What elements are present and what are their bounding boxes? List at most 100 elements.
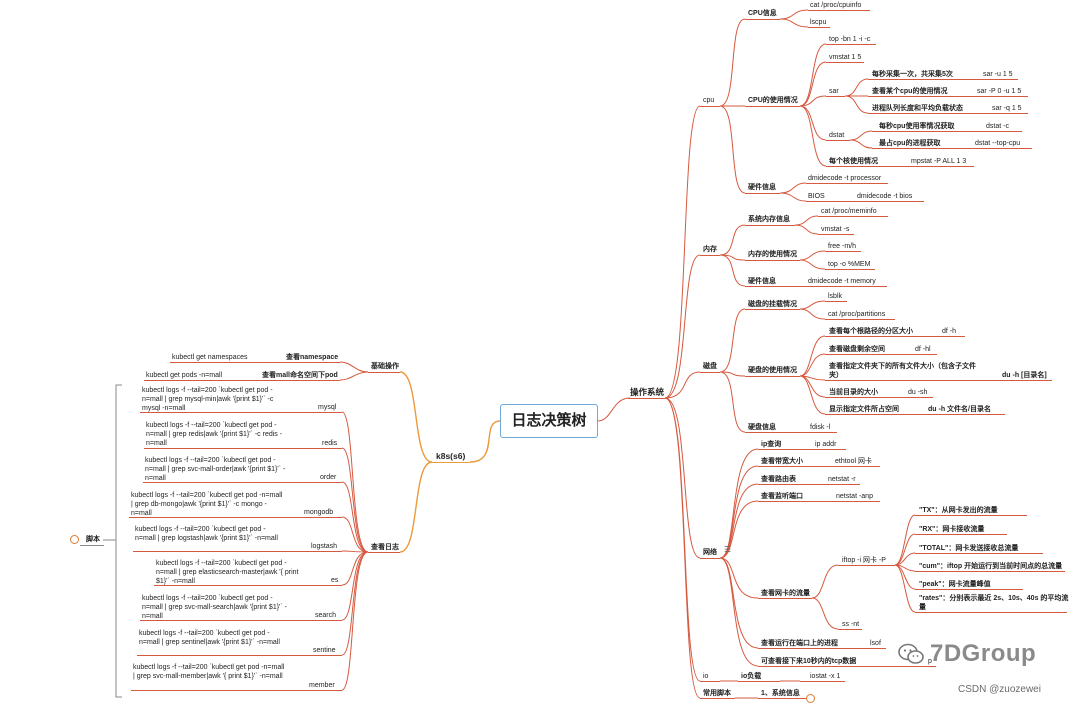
node-traffic[interactable]: 查看网卡的流量 — [761, 590, 810, 597]
log-name-4[interactable]: logstash — [311, 543, 338, 550]
node-listen[interactable]: 查看监听端口 — [761, 493, 803, 500]
node-basic[interactable]: 基础操作 — [371, 363, 399, 370]
collapse-indicator-scripts[interactable] — [806, 694, 815, 703]
node-bios[interactable]: BIOS — [808, 193, 825, 200]
node-tcp[interactable]: 可查看接下来10秒内的tcp数据 — [761, 658, 857, 665]
node-mpstat-cmd[interactable]: mpstat -P ALL 1 3 — [911, 158, 967, 165]
node-k8s[interactable]: k8s(s6) — [436, 451, 466, 461]
log-cmd-2[interactable]: kubectl logs -f --tail=200 `kubectl get … — [145, 457, 286, 482]
basic-cmd-0[interactable]: kubectl get namespaces — [172, 354, 248, 361]
node-ip[interactable]: ip查询 — [761, 441, 782, 448]
node-mem-hw[interactable]: 硬件信息 — [748, 278, 776, 285]
node-os[interactable]: 操作系统 — [630, 387, 665, 397]
node-disk-desc-4[interactable]: 显示指定文件所占空间 — [829, 406, 899, 413]
node-procport-cmd[interactable]: lsof — [870, 640, 881, 647]
log-name-1[interactable]: redis — [322, 440, 338, 447]
basic-cmd-1[interactable]: kubectl get pods -n=mall — [146, 372, 223, 379]
node-partitions[interactable]: cat /proc/partitions — [828, 311, 886, 318]
node-meminfo[interactable]: cat /proc/meminfo — [821, 208, 877, 215]
log-name-5[interactable]: es — [331, 577, 339, 584]
log-name-3[interactable]: mongodb — [304, 509, 334, 516]
node-io[interactable]: io — [703, 673, 709, 680]
node-bw[interactable]: 查看带宽大小 — [761, 458, 803, 465]
node-sar-desc-2[interactable]: 进程队列长度和平均负载状态 — [872, 105, 963, 112]
node-sar-cmd-2[interactable]: sar -q 1 5 — [992, 105, 1022, 112]
node-mem-usage[interactable]: 内存的使用情况 — [748, 251, 797, 258]
node-disk[interactable]: 磁盘 — [703, 363, 717, 370]
node-ss[interactable]: ss -nt — [842, 621, 860, 628]
node-script[interactable]: 脚本 — [86, 536, 100, 543]
node-mpstat-desc[interactable]: 每个核使用情况 — [829, 158, 878, 165]
node-disk-cmd-4[interactable]: du -h 文件名/目录名 — [928, 406, 991, 413]
node-lscpu[interactable]: lscpu — [810, 19, 827, 26]
node-io-label[interactable]: io负载 — [741, 673, 762, 680]
node-sysinfo[interactable]: 1、系统信息 — [761, 690, 800, 697]
node-lsblk[interactable]: lsblk — [828, 293, 843, 300]
log-name-7[interactable]: sentine — [313, 647, 336, 654]
iftop-note-5[interactable]: "rates"：分别表示最近 2s、10s、40s 的平均流量 — [919, 595, 1069, 611]
log-name-0[interactable]: mysql — [318, 404, 337, 411]
iftop-note-3[interactable]: "cum"：iftop 开始运行到当前时间点的总流量 — [919, 563, 1063, 570]
node-bw-cmd[interactable]: ethtool 网卡 — [835, 458, 872, 465]
log-cmd-6[interactable]: kubectl logs -f --tail=200 `kubectl get … — [142, 595, 288, 620]
iftop-note-2[interactable]: "TOTAL"：网卡发送接收总流量 — [919, 545, 1019, 552]
node-dstat-cmd-0[interactable]: dstat -c — [986, 123, 1009, 130]
log-name-2[interactable]: order — [320, 474, 337, 481]
node-disk-desc-0[interactable]: 查看每个根路径的分区大小 — [829, 328, 913, 335]
note-icon[interactable]: ☰ — [724, 545, 732, 554]
node-sar-desc-0[interactable]: 每秒采集一次，共采集5次 — [872, 71, 953, 78]
node-net[interactable]: 网络 — [703, 549, 717, 556]
node-route[interactable]: 查看路由表 — [761, 476, 796, 483]
node-iftop[interactable]: iftop -i 网卡 -P — [842, 557, 886, 564]
node-top[interactable]: top -bn 1 -i -c — [829, 36, 871, 43]
log-cmd-5[interactable]: kubectl logs -f --tail=200 `kubectl get … — [156, 560, 299, 585]
iftop-note-4[interactable]: "peak"：网卡流量峰值 — [919, 581, 991, 588]
log-cmd-0[interactable]: kubectl logs -f --tail=200 `kubectl get … — [142, 387, 274, 412]
node-sar-cmd-1[interactable]: sar -P 0 -u 1 5 — [977, 88, 1022, 95]
log-cmd-7[interactable]: kubectl logs -f --tail=200 `kubectl get … — [139, 630, 280, 646]
node-sar-cmd-0[interactable]: sar -u 1 5 — [983, 71, 1013, 78]
root-node[interactable]: 日志决策树 — [500, 404, 598, 438]
node-dstat-cmd-1[interactable]: dstat --top-cpu — [975, 140, 1021, 147]
collapse-indicator-script[interactable] — [70, 535, 79, 544]
log-name-8[interactable]: member — [309, 682, 335, 689]
node-disk-mount[interactable]: 磁盘的挂载情况 — [748, 301, 797, 308]
node-iostat[interactable]: iostat -x 1 — [810, 673, 841, 680]
node-disk-desc-1[interactable]: 查看磁盘剩余空间 — [829, 346, 885, 353]
node-disk-info[interactable]: 硬盘信息 — [748, 424, 776, 431]
node-cpu-usage[interactable]: CPU的使用情况 — [748, 97, 798, 104]
log-name-6[interactable]: search — [315, 612, 337, 619]
node-cpu[interactable]: cpu — [703, 97, 715, 104]
node-vmstat-s[interactable]: vmstat -s — [821, 226, 850, 233]
node-tcp-cmd[interactable]: p — [928, 658, 932, 665]
node-disk-cmd-0[interactable]: df -h — [942, 328, 957, 335]
log-cmd-4[interactable]: kubectl logs -f --tail=200 `kubectl get … — [135, 526, 278, 542]
node-logs[interactable]: 查看日志 — [371, 544, 399, 551]
node-scripts[interactable]: 常用脚本 — [703, 690, 731, 697]
node-disk-cmd-3[interactable]: du -sh — [908, 389, 928, 396]
node-cpuinfo[interactable]: cat /proc/cpuinfo — [810, 2, 862, 9]
node-disk-desc-3[interactable]: 当前目录的大小 — [829, 389, 878, 396]
log-cmd-3[interactable]: kubectl logs -f --tail=200 `kubectl get … — [131, 492, 283, 517]
node-disk-cmd-1[interactable]: df -hl — [915, 346, 931, 353]
node-vmstat[interactable]: vmstat 1 5 — [829, 54, 862, 61]
node-dstat-desc-0[interactable]: 每秒cpu使用率情况获取 — [879, 123, 955, 130]
node-disk-usage[interactable]: 硬盘的使用情况 — [748, 367, 797, 374]
iftop-note-0[interactable]: "TX"：从网卡发出的流量 — [919, 507, 998, 514]
node-free[interactable]: free -m/h — [828, 243, 857, 250]
node-disk-desc-2[interactable]: 查看指定文件夹下的所有文件大小（包含子文件夹） — [829, 363, 976, 379]
node-disk-cmd-2[interactable]: du -h [目录名] — [1002, 372, 1047, 379]
node-procport[interactable]: 查看运行在端口上的进程 — [761, 640, 838, 647]
node-cpu-info[interactable]: CPU信息 — [748, 10, 777, 17]
node-top-mem[interactable]: top -o %MEM — [828, 261, 871, 268]
node-sar[interactable]: sar — [829, 88, 839, 95]
node-sar-desc-1[interactable]: 查看某个cpu的使用情况 — [872, 88, 948, 95]
basic-desc-0[interactable]: 查看namespace — [286, 354, 339, 361]
node-route-cmd[interactable]: netstat -r — [828, 476, 856, 483]
basic-desc-1[interactable]: 查看mall命名空间下pod — [262, 372, 338, 379]
node-listen-cmd[interactable]: netstat -anp — [836, 493, 873, 500]
log-cmd-1[interactable]: kubectl logs -f --tail=200 `kubectl get … — [146, 422, 283, 447]
iftop-note-1[interactable]: "RX"：网卡接收流量 — [919, 526, 985, 533]
node-mem-hw-cmd[interactable]: dmidecode -t memory — [808, 278, 876, 285]
node-cpu-hw[interactable]: 硬件信息 — [748, 184, 776, 191]
